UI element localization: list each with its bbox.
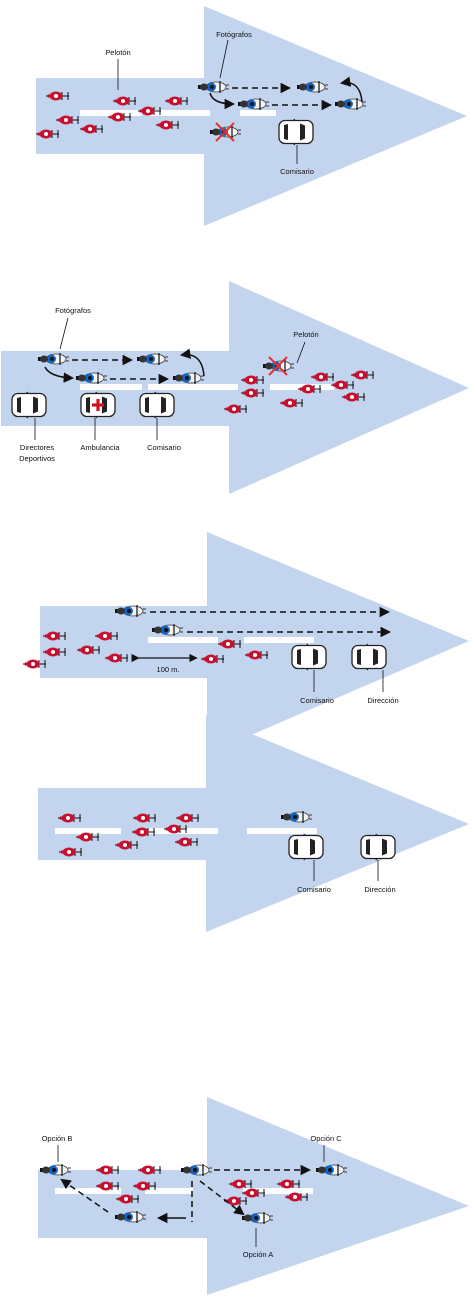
ambulancia-label: Ambulancia [80, 443, 120, 452]
comisario-label: Comisario [300, 696, 334, 705]
peloton-label: Pelotón [105, 48, 130, 57]
diagram-5: Opción B Opción C Opción A [38, 1097, 469, 1295]
car-icon [291, 643, 327, 671]
movement-arrows [44, 348, 205, 385]
opcion-a-label: Opción A [243, 1250, 273, 1259]
curved-arrow-icon [44, 366, 75, 383]
lane-markings [55, 1188, 313, 1194]
opcion-c-label: Opción C [310, 1134, 342, 1143]
direccion-label: Dirección [364, 885, 395, 894]
car-icon [360, 833, 396, 861]
car-icon [278, 118, 314, 146]
lane-markings [80, 384, 334, 390]
car-icon [288, 833, 324, 861]
road-arrow [38, 715, 469, 932]
diagram-2: Fotógrafos Pelotón Directores Deportivos… [1, 281, 469, 494]
fotografos-label: Fotógrafos [216, 30, 252, 39]
comisario-label: Comisario [297, 885, 331, 894]
car-icon [139, 391, 175, 419]
ambulance-icon [81, 392, 115, 418]
callout-lines [117, 39, 298, 164]
distance-label: 100 m. [157, 665, 180, 674]
callout-lines [313, 860, 379, 881]
peloton-label: Pelotón [293, 330, 318, 339]
curved-arrow-icon [179, 348, 205, 377]
curved-arrow-icon [339, 76, 363, 103]
movement-arrows [60, 1164, 312, 1224]
callout-lines [313, 670, 384, 692]
diagram-3: 100 m. Comisario Dirección [22, 532, 469, 754]
movement-arrows [150, 606, 392, 638]
lane-markings [148, 637, 314, 643]
lane-markings [55, 828, 317, 834]
comisario-label: Comisario [147, 443, 181, 452]
diagram-4: Comisario Dirección [38, 715, 469, 932]
callout-lines [57, 1145, 325, 1247]
direccion-label: Dirección [367, 696, 398, 705]
curved-arrow-icon [209, 92, 236, 110]
car-icon [11, 391, 47, 419]
directores-label-line2: Deportivos [19, 454, 55, 463]
directores-label-line1: Directores [20, 443, 54, 452]
callout-lines [34, 317, 306, 440]
diagram-1: Pelotón Fotógrafos Comisario [35, 6, 467, 226]
lane-markings [80, 110, 276, 116]
car-icon [351, 643, 387, 671]
comisario-label: Comisario [280, 167, 314, 176]
opcion-b-label: Opción B [42, 1134, 73, 1143]
fotografos-label: Fotógrafos [55, 306, 91, 315]
dashed-arrow-icon [199, 1180, 245, 1216]
movement-arrows [209, 76, 363, 111]
